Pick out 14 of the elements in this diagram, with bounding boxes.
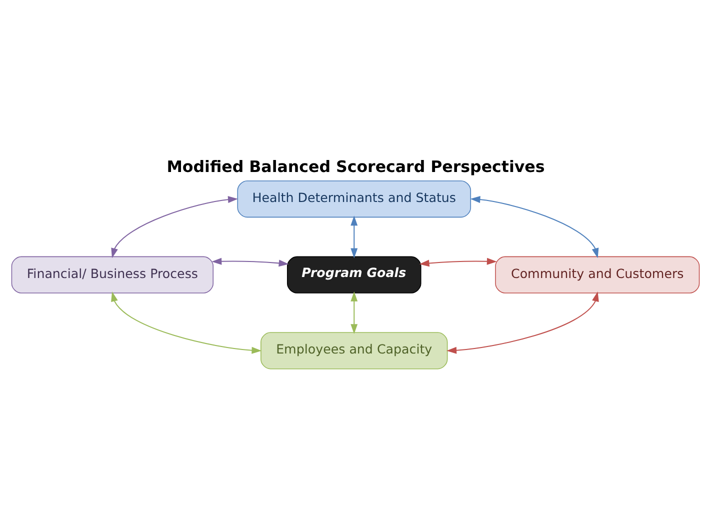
arrow: [446, 291, 599, 354]
arrow: [111, 196, 238, 258]
arrow: [470, 196, 599, 258]
arrow: [212, 257, 289, 266]
arrow: [350, 215, 358, 258]
node-box: Employees and Capacity: [260, 332, 448, 369]
diagram-title: Modified Balanced Scorecard Perspectives: [166, 156, 545, 176]
node-box: Health Determinants and Status: [237, 180, 472, 218]
node-box: Financial/ Business Process: [11, 256, 214, 293]
node-box: Community and Customers: [495, 256, 700, 293]
node-box: Program Goals: [286, 256, 422, 293]
arrow: [111, 291, 262, 354]
arrow: [350, 290, 358, 334]
arrow: [419, 257, 497, 266]
